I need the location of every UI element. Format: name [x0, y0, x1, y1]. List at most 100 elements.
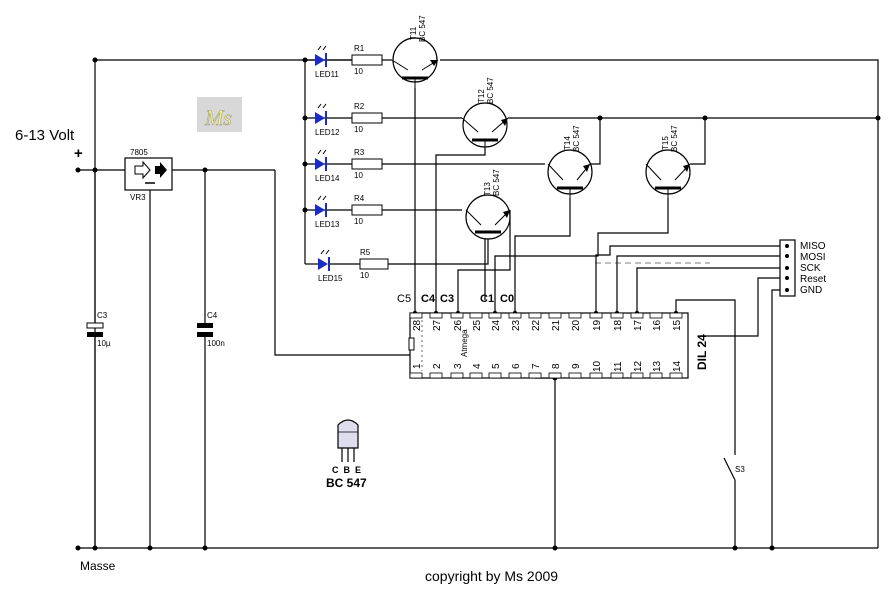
ic-pin-19: 19 [592, 319, 603, 331]
ic-column-labels: C5 C4 C3 C1 C0 [397, 293, 514, 305]
ic-pin-22: 22 [531, 319, 542, 331]
isp-pin-gnd: GND [800, 285, 822, 296]
label-c3: C3 [440, 293, 454, 305]
microcontroller-ic: 28 27 26 25 24 23 22 21 20 19 18 17 16 1… [408, 312, 709, 379]
t11-type: BC 547 [418, 15, 427, 42]
ic-pin-20: 20 [571, 319, 582, 331]
t14-type: BC 547 [572, 125, 581, 152]
ic-pin-13: 13 [652, 360, 663, 372]
isp-connector: MISO MOSI SCK Reset GND [779, 239, 826, 297]
t13-ref: T13 [483, 182, 492, 196]
r5-ref: R5 [360, 248, 371, 257]
c4-value: 100n [207, 339, 225, 348]
switch-ref: S3 [735, 465, 745, 474]
logo-text: Ms [204, 105, 232, 130]
r3-ref: R3 [354, 148, 365, 157]
r3-value: 10 [354, 171, 363, 180]
transistor-t12: T12 BC 547 [461, 77, 509, 148]
isp-pin-sck: SCK [800, 263, 821, 274]
pinout-pins: C B E [332, 465, 361, 475]
r4-ref: R4 [354, 194, 365, 203]
r1-ref: R1 [354, 44, 365, 53]
plus-sign: + [74, 145, 83, 162]
label-c0: C0 [500, 293, 514, 305]
ic-package-label: DIL 24 [695, 334, 709, 370]
led15-label: LED15 [318, 274, 343, 283]
t13-type: BC 547 [492, 169, 501, 196]
led14-label: LED14 [315, 174, 340, 183]
r4-value: 10 [354, 217, 363, 226]
ic-pin-8: 8 [551, 363, 562, 369]
ic-pin-26: 26 [453, 319, 464, 331]
t11-ref: T11 [409, 26, 418, 40]
ic-pin-21: 21 [551, 319, 562, 331]
led12-label: LED12 [315, 128, 340, 137]
ic-pin-7: 7 [531, 363, 542, 369]
ground-label: Masse [80, 559, 116, 573]
led12-icon [315, 103, 327, 125]
regulator-ref: VR3 [130, 193, 146, 202]
regulator-type: 7805 [130, 148, 148, 157]
led13-icon [315, 195, 327, 217]
r2-ref: R2 [354, 102, 365, 111]
r5-value: 10 [360, 271, 369, 280]
ic-pin-12: 12 [633, 360, 644, 372]
ic-pin-6: 6 [511, 363, 522, 369]
r1-value: 10 [354, 67, 363, 76]
t14-ref: T14 [563, 136, 572, 150]
ic-top-pin-numbers: 28 27 26 25 24 23 22 21 20 19 18 17 16 1… [412, 319, 683, 331]
ic-pin-11: 11 [613, 361, 624, 372]
led11-icon [315, 45, 327, 67]
led-array: LED11 LED12 LED14 LED13 LED15 [315, 45, 343, 283]
ic-pin-24: 24 [491, 319, 502, 331]
ic-pin-17: 17 [633, 319, 644, 331]
transistor-pinout-icon: C B E BC 547 [326, 419, 367, 490]
supply-voltage-label: 6-13 Volt [15, 127, 75, 144]
t15-ref: T15 [661, 136, 670, 150]
transistor-t14: T14 BC 547 [547, 125, 593, 198]
led13-label: LED13 [315, 220, 340, 229]
capacitor-c4: C4 100n [197, 311, 225, 348]
ic-pin-25: 25 [472, 319, 483, 331]
ic-pin-16: 16 [652, 319, 663, 331]
label-c1: C1 [480, 293, 494, 305]
ic-pin-1: 1 [412, 363, 423, 369]
ic-pin-28: 28 [412, 319, 423, 331]
switch-s3: S3 [723, 448, 745, 481]
ic-pin-2: 2 [432, 363, 443, 369]
ic-bottom-pin-numbers: 1 2 3 4 5 6 7 8 9 10 11 12 13 14 [412, 360, 683, 372]
r2-value: 10 [354, 125, 363, 134]
ms-logo: Ms [197, 97, 242, 132]
ic-pin-27: 27 [432, 319, 443, 331]
isp-pin-reset: Reset [800, 274, 826, 285]
ic-pin-9: 9 [571, 363, 582, 369]
ic-bottom-pin-pads [409, 372, 683, 379]
t12-type: BC 547 [486, 77, 495, 104]
t15-type: BC 547 [670, 125, 679, 152]
ic-top-pin-pads [409, 312, 683, 319]
ic-pin-14: 14 [672, 360, 683, 372]
resistor-array: R1 10 R2 10 R3 10 R4 10 R5 10 [351, 44, 389, 280]
transistor-t15: T15 BC 547 [645, 125, 691, 198]
led11-label: LED11 [315, 70, 339, 79]
ic-pin-23: 23 [511, 319, 522, 331]
ic-pin-10: 10 [592, 360, 603, 372]
isp-pin-miso: MISO [800, 241, 826, 252]
c4-ref: C4 [207, 311, 218, 320]
pinout-type: BC 547 [326, 476, 367, 490]
ic-pin-3: 3 [453, 363, 464, 369]
voltage-regulator: 7805 VR3 [124, 148, 173, 202]
led15-icon [318, 249, 330, 271]
t12-ref: T12 [477, 89, 486, 103]
capacitor-c3: C3 10µ [86, 311, 111, 348]
ic-pin-4: 4 [472, 363, 483, 369]
ic-pin-15: 15 [672, 319, 683, 331]
copyright-text: copyright by Ms 2009 [425, 568, 558, 584]
ic-pin-18: 18 [613, 319, 624, 331]
label-c5: C5 [397, 293, 411, 305]
label-c4: C4 [421, 293, 436, 305]
transistor-t11: T11 BC 547 [391, 15, 439, 88]
ic-pin-5: 5 [491, 363, 502, 369]
led14-icon [315, 149, 327, 171]
isp-pin-mosi: MOSI [800, 252, 826, 263]
